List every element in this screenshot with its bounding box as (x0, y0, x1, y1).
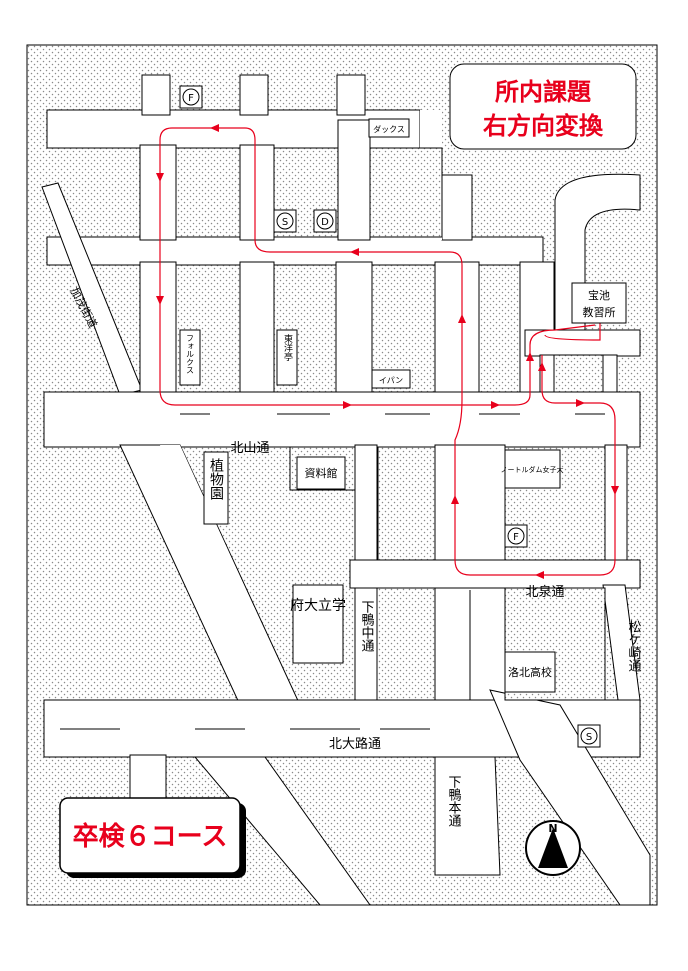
school-line1: 宝池 (588, 288, 610, 302)
title-line2: 右方向変換 (483, 112, 604, 140)
label-ipan: イパン (379, 376, 403, 385)
street-kitaoji: 北大路通 (329, 736, 381, 752)
f-icon: F (513, 532, 519, 543)
street-shimogamo-hon: 下鴨本通 (446, 775, 462, 827)
label-botanical: 植物園 (208, 458, 224, 500)
s-icon: S (586, 732, 592, 743)
label-archives: 資料館 (305, 466, 338, 480)
map-symbols: F S D F S (179, 85, 601, 748)
task-title-box: 所内課題 右方向変換 (449, 63, 637, 150)
s-icon: S (282, 217, 288, 228)
label-rakuhoku: 洛北高校 (508, 665, 552, 679)
label-toyotei: 東洋亭 (282, 333, 293, 361)
street-kitaizumi: 北泉通 (525, 584, 564, 600)
d-icon: D (321, 217, 329, 228)
label-dax: ダックス (373, 124, 405, 134)
street-matsugasaki: 松ケ崎通 (626, 620, 642, 672)
road-network (41, 74, 651, 906)
place-labels: ダックス フォルクス 東洋亭 イパン 植物園 資料館 府大立学 洛北高校 ノート… (179, 118, 564, 693)
street-shimogamo-naka: 下鴨中通 (359, 600, 375, 652)
north-label: N (548, 822, 557, 835)
title-line1: 所内課題 (495, 78, 592, 106)
street-kitayama: 北山通 (230, 441, 269, 456)
north-arrow-icon: N (525, 820, 581, 876)
label-folks: フォルクス (186, 334, 195, 374)
course-label-box: 卒検６コース (59, 797, 246, 878)
course-label: 卒検６コース (73, 821, 228, 852)
label-prefuniv: 府大立学 (290, 598, 346, 614)
course-route (159, 127, 616, 576)
school-box: 宝池 教習所 (571, 282, 627, 324)
label-notredame: ノートルダム女子大 (501, 465, 564, 474)
f-icon: F (188, 93, 194, 104)
school-line2: 教習所 (583, 306, 616, 319)
